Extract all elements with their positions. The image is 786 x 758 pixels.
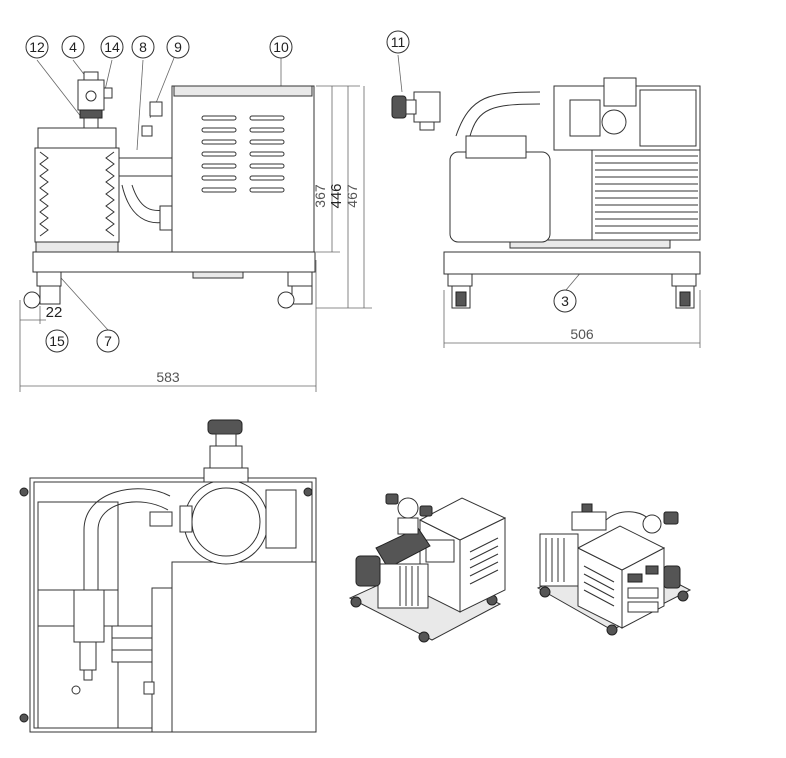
iso2-hose — [605, 511, 651, 521]
balloon-11-label: 11 — [391, 34, 406, 50]
front-cart-step — [192, 271, 244, 279]
side-base-plate — [509, 239, 671, 249]
iso1-pump-fins — [399, 566, 419, 606]
side-wheel-right — [671, 273, 697, 309]
balloon-7 — [96, 329, 120, 353]
balloon-10-label: 10 — [273, 39, 289, 55]
front-wheel-left — [23, 271, 62, 309]
iso2-vents — [583, 565, 615, 607]
front-cart-frame — [32, 251, 316, 273]
iso2-panel-controls — [627, 565, 659, 613]
front-view-leaders — [36, 57, 282, 331]
top-hose — [83, 488, 171, 590]
side-wheel-left — [447, 273, 473, 309]
front-cabinet-vents — [201, 115, 285, 193]
front-pump-ribs-left — [39, 151, 49, 237]
front-view: 367 446 467 583 22 12 4 14 8 9 10 7 15 — [19, 35, 372, 392]
balloon-15 — [45, 329, 69, 353]
side-cart-frame — [443, 251, 701, 275]
top-port-knob — [207, 419, 243, 435]
side-width-dimension — [443, 290, 701, 348]
front-wheel-right — [277, 271, 313, 309]
balloon-8 — [131, 35, 155, 59]
dim-467: 467 — [344, 184, 360, 208]
side-pump-handle — [465, 135, 527, 159]
iso1-cabinet-top — [418, 497, 507, 541]
front-pump-ribs-right — [105, 151, 115, 237]
side-port-knob — [391, 95, 407, 119]
iso2-flange — [642, 514, 662, 534]
balloon-14-label: 14 — [104, 39, 120, 55]
front-pump-body — [34, 147, 120, 243]
side-finned-block — [591, 149, 701, 241]
front-valve-flange — [79, 109, 103, 119]
balloon-3 — [553, 289, 577, 313]
dim-583: 583 — [156, 369, 180, 385]
top-view — [19, 419, 317, 733]
top-cabinet — [171, 561, 317, 733]
dim-22: 22 — [46, 304, 63, 321]
iso1-flange — [397, 497, 419, 519]
top-bolt-tl — [19, 487, 29, 497]
balloon-9-label: 9 — [174, 39, 182, 55]
balloon-4-label: 4 — [69, 39, 77, 55]
iso1-vents — [469, 537, 499, 585]
front-valve-cap — [83, 71, 99, 81]
front-cabinet — [171, 85, 315, 253]
front-height-dimensions — [316, 85, 372, 309]
top-port-body — [209, 445, 243, 469]
side-view: 506 11 3 — [386, 30, 701, 348]
balloon-11 — [386, 30, 410, 54]
balloon-12-label: 12 — [29, 39, 45, 55]
top-flange-inner — [191, 487, 261, 557]
leader-11 — [397, 54, 403, 93]
balloon-3-label: 3 — [561, 293, 569, 309]
dim-506: 506 — [570, 326, 594, 342]
iso1-motor — [355, 555, 381, 587]
top-valve — [73, 589, 105, 643]
iso1-pump-body — [377, 563, 429, 609]
iso-view-front — [348, 493, 507, 643]
iso-view-rear — [536, 503, 692, 636]
front-width-dimension — [19, 260, 317, 392]
side-fins — [595, 155, 698, 234]
iso2-motor — [663, 565, 681, 589]
top-right-block — [265, 489, 297, 549]
iso2-cabinet-top — [576, 525, 666, 571]
front-pump-foot — [35, 241, 119, 253]
balloon-12 — [25, 35, 49, 59]
balloon-4 — [61, 35, 85, 59]
front-pump-top — [37, 127, 117, 149]
balloon-10 — [269, 35, 293, 59]
iso2-pump-fins — [545, 538, 565, 582]
balloon-7-label: 7 — [104, 333, 112, 349]
top-bolt-bl — [19, 713, 29, 723]
iso1-pump-top — [375, 527, 431, 569]
front-hose-bend — [121, 184, 166, 224]
balloon-15-label: 15 — [49, 333, 65, 349]
balloon-8-label: 8 — [139, 39, 147, 55]
front-hose-pipe — [119, 157, 172, 177]
balloon-14 — [100, 35, 124, 59]
dim-446: 446 — [328, 183, 345, 208]
balloon-9 — [166, 35, 190, 59]
side-pump-body — [449, 151, 551, 243]
front-cabinet-lid — [173, 85, 313, 97]
dim-367: 367 — [312, 184, 328, 208]
top-bolt-tr — [303, 487, 313, 497]
side-port-body — [413, 91, 441, 123]
iso2-valve — [571, 511, 607, 531]
side-hose — [455, 91, 541, 137]
front-valve-body — [77, 79, 105, 111]
